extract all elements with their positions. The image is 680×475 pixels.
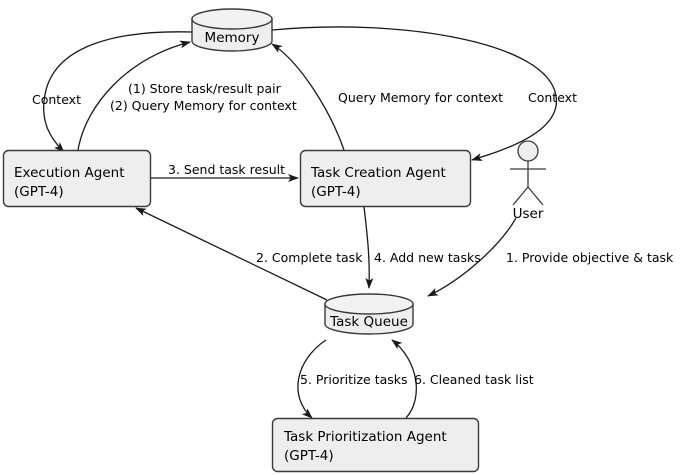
edge-memory-to-task-creation-context (271, 26, 557, 161)
edge-label-task-creation-to-memory-query: Query Memory for context (338, 90, 503, 105)
node-task-prioritization-agent-label-line1: Task Prioritization Agent (283, 429, 447, 445)
node-task-creation-agent-label-line2: (GPT-4) (311, 184, 361, 200)
edge-label-user-to-task-queue: 1. Provide objective & task (506, 250, 674, 265)
node-execution-agent[interactable]: Execution Agent (GPT-4) (2, 149, 152, 208)
edge-label-execution-to-memory-store-line2: (2) Query Memory for context (110, 98, 297, 113)
edge-task-queue-to-prioritization (297, 339, 327, 419)
edge-prioritization-to-task-queue (391, 339, 417, 419)
node-execution-agent-label-line2: (GPT-4) (14, 184, 64, 200)
node-memory-label: Memory (205, 30, 260, 46)
edge-label-memory-to-task-creation-context: Context (528, 90, 577, 105)
edge-task-queue-to-execution (135, 207, 328, 301)
node-memory[interactable]: Memory (191, 8, 273, 52)
edge-label-memory-to-execution-context: Context (32, 92, 81, 107)
node-task-creation-agent[interactable]: Task Creation Agent (GPT-4) (299, 149, 472, 208)
edge-task-creation-to-memory-query (271, 43, 345, 151)
node-task-prioritization-agent[interactable]: Task Prioritization Agent (GPT-4) (271, 417, 480, 473)
node-task-queue-label: Task Queue (329, 314, 408, 330)
node-task-queue[interactable]: Task Queue (324, 293, 414, 335)
edge-label-task-queue-to-execution: 2. Complete task (256, 250, 363, 265)
edge-execution-to-memory-store (77, 40, 191, 151)
edge-memory-to-execution-context (43, 31, 193, 153)
node-user-actor[interactable]: User (510, 140, 546, 222)
edge-label-prioritization-to-task-queue: 6. Cleaned task list (414, 372, 534, 387)
edge-label-execution-to-memory-store-line1: (1) Store task/result pair (128, 81, 282, 96)
edge-user-to-task-queue (427, 217, 517, 297)
node-execution-agent-label-line1: Execution Agent (14, 165, 125, 181)
edge-label-execution-to-task-creation: 3. Send task result (168, 162, 285, 177)
node-task-prioritization-agent-label-line2: (GPT-4) (284, 448, 334, 464)
edge-label-task-creation-to-task-queue: 4. Add new tasks (374, 250, 481, 265)
edge-label-task-queue-to-prioritization: 5. Prioritize tasks (300, 372, 408, 387)
node-user-label: User (513, 206, 544, 222)
edge-task-creation-to-task-queue (363, 206, 374, 289)
node-task-creation-agent-label-line1: Task Creation Agent (310, 165, 446, 181)
